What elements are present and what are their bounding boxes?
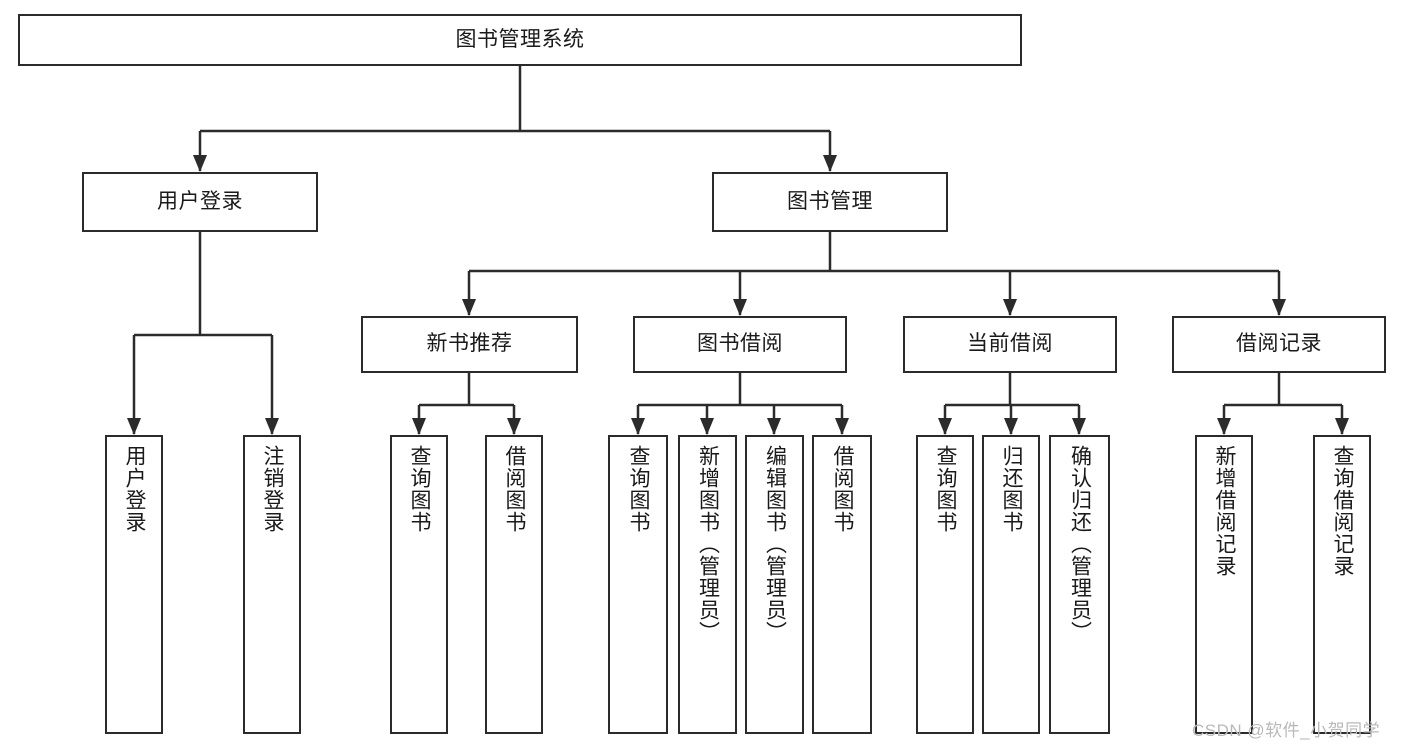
arrow-user_login_to_leaves-0 [127, 418, 141, 435]
arrow-level2_book_to_level3-1 [733, 299, 747, 316]
node-leaf-borrow-book-rec[interactable]: 借阅图书 [485, 435, 543, 734]
node-label-leaf-add-book-admin: 新增图书（管理员） [696, 445, 720, 643]
node-leaf-query-book-rec[interactable]: 查询图书 [390, 435, 448, 734]
node-label-borrow-record: 借阅记录 [1236, 332, 1322, 356]
node-label-book-manage: 图书管理 [787, 189, 873, 213]
arrow-current_borrow_to_leaves-2 [1072, 418, 1086, 435]
node-label-leaf-query-book-rec: 查询图书 [408, 445, 432, 533]
node-label-leaf-query-book-borrow: 查询图书 [627, 445, 651, 533]
arrow-new_book_to_leaves-1 [507, 418, 521, 435]
node-book-manage[interactable]: 图书管理 [712, 172, 948, 232]
arrow-book_borrow_to_leaves-0 [631, 418, 645, 435]
node-label-leaf-user-logout: 注销登录 [261, 445, 285, 533]
node-label-leaf-confirm-return-admin: 确认归还（管理员） [1068, 445, 1092, 643]
arrow-new_book_to_leaves-0 [412, 418, 426, 435]
watermark-text: CSDN @软件_小贺同学 [1192, 721, 1381, 740]
node-label-new-book-recommend: 新书推荐 [426, 332, 513, 356]
node-label-leaf-query-book-cur: 查询图书 [934, 445, 958, 533]
arrow-current_borrow_to_leaves-1 [1004, 418, 1018, 435]
node-leaf-user-logout[interactable]: 注销登录 [243, 435, 301, 734]
node-label-leaf-borrow-book: 借阅图书 [831, 445, 855, 533]
node-user-login[interactable]: 用户登录 [82, 172, 318, 232]
arrow-current_borrow_to_leaves-0 [938, 418, 952, 435]
node-leaf-add-book-admin[interactable]: 新增图书（管理员） [678, 435, 737, 734]
node-leaf-confirm-return-admin[interactable]: 确认归还（管理员） [1049, 435, 1110, 734]
node-leaf-query-book-cur[interactable]: 查询图书 [916, 435, 974, 734]
node-leaf-query-book-borrow[interactable]: 查询图书 [608, 435, 668, 734]
node-label-leaf-borrow-book-rec: 借阅图书 [503, 445, 527, 533]
node-label-book-borrow: 图书借阅 [697, 332, 783, 356]
node-leaf-user-login[interactable]: 用户登录 [105, 435, 163, 734]
arrow-level2_book_to_level3-3 [1272, 299, 1286, 316]
arrow-root_to_level2-1 [823, 155, 837, 172]
arrow-borrow_record_to_leaves-1 [1335, 418, 1349, 435]
node-label-leaf-query-borrow-record: 查询借阅记录 [1331, 445, 1355, 577]
arrow-book_borrow_to_leaves-2 [767, 418, 781, 435]
node-leaf-add-borrow-record[interactable]: 新增借阅记录 [1195, 435, 1253, 734]
arrow-user_login_to_leaves-1 [265, 418, 279, 435]
node-label-leaf-return-book: 归还图书 [1000, 445, 1024, 533]
node-new-book-recommend[interactable]: 新书推荐 [361, 316, 578, 373]
node-label-current-borrow: 当前借阅 [967, 332, 1053, 356]
node-label-leaf-add-borrow-record: 新增借阅记录 [1213, 445, 1237, 577]
node-leaf-query-borrow-record[interactable]: 查询借阅记录 [1313, 435, 1371, 734]
arrow-book_borrow_to_leaves-3 [835, 418, 849, 435]
arrow-level2_book_to_level3-2 [1003, 299, 1017, 316]
node-leaf-borrow-book[interactable]: 借阅图书 [812, 435, 872, 734]
arrow-level2_book_to_level3-0 [462, 299, 476, 316]
node-label-root: 图书管理系统 [455, 27, 585, 51]
node-label-leaf-user-login: 用户登录 [123, 445, 147, 533]
node-leaf-return-book[interactable]: 归还图书 [982, 435, 1040, 734]
arrow-book_borrow_to_leaves-1 [700, 418, 714, 435]
node-book-borrow[interactable]: 图书借阅 [633, 316, 847, 373]
arrow-root_to_level2-0 [193, 155, 207, 172]
node-label-leaf-edit-book-admin: 编辑图书（管理员） [763, 445, 787, 643]
node-leaf-edit-book-admin[interactable]: 编辑图书（管理员） [745, 435, 804, 734]
node-root[interactable]: 图书管理系统 [18, 14, 1022, 66]
arrow-borrow_record_to_leaves-0 [1217, 418, 1231, 435]
node-borrow-record[interactable]: 借阅记录 [1172, 316, 1386, 373]
node-label-user-login: 用户登录 [157, 189, 243, 213]
node-current-borrow[interactable]: 当前借阅 [903, 316, 1117, 373]
